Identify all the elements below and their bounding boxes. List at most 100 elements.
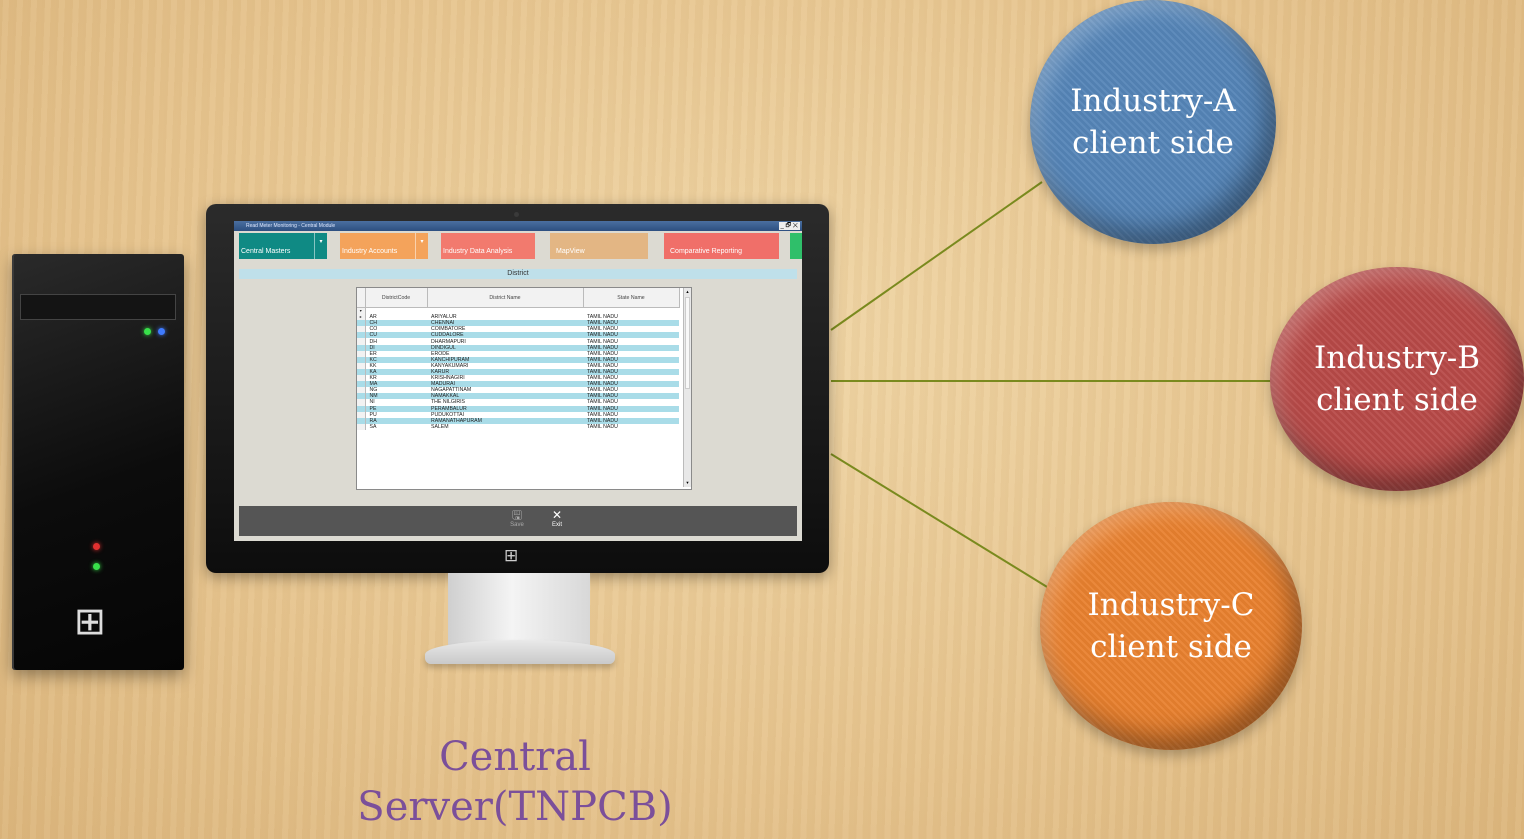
table-cell[interactable]: TAMIL NADU [587,423,618,430]
row-selector[interactable] [357,338,366,345]
row-selector[interactable] [357,344,366,351]
table-row[interactable]: PU PUDUKOTTAI TAMIL NADU [357,411,679,418]
menu-industry-accounts[interactable]: Industry Accounts ▾ [340,233,428,259]
table-cell[interactable]: NG [369,387,378,394]
dropdown-arrow-icon[interactable]: ▾ [415,233,428,259]
table-cell[interactable]: MA [365,381,427,388]
row-selector[interactable]: ▸ [357,314,366,321]
save-button[interactable]: 🖫 Save [502,508,532,528]
table-cell[interactable]: TAMIL NADU [587,338,618,345]
table-cell[interactable]: KARUR [427,368,583,376]
row-selector[interactable] [357,320,366,327]
table-cell[interactable]: PU [369,411,377,418]
row-selector[interactable] [357,399,366,406]
table-cell[interactable]: TAMIL NADU [587,362,618,369]
table-cell[interactable]: DI [365,344,427,351]
table-cell[interactable]: KK [369,362,377,369]
table-cell[interactable]: TAMIL NADU [587,399,618,406]
table-cell[interactable]: ER [369,350,377,357]
table-cell[interactable]: NAGAPATTINAM [431,387,472,394]
table-cell[interactable]: TAMIL NADU [583,320,679,327]
table-cell[interactable]: CO [369,326,378,333]
table-cell[interactable]: KC [365,356,427,363]
table-cell[interactable]: RA [365,417,427,424]
table-cell[interactable]: TAMIL NADU [587,375,618,382]
filter-cell[interactable] [365,307,427,315]
menu-industry-data-analysis[interactable]: Industry Data Analysis [441,233,535,259]
row-selector[interactable] [357,411,366,418]
row-selector[interactable] [357,362,366,369]
table-cell[interactable]: DHARMAPURI [431,338,466,345]
table-cell[interactable]: TAMIL NADU [587,314,618,321]
table-cell[interactable]: TAMIL NADU [587,411,618,418]
window-controls[interactable]: _ 🗗 ✕ [778,222,800,230]
table-cell[interactable]: ERODE [431,350,450,357]
table-cell[interactable]: PERAMBALUR [427,405,583,412]
dropdown-arrow-icon[interactable]: ▾ [314,233,327,259]
exit-button[interactable]: ✕ Exit [542,508,572,528]
row-selector[interactable] [357,381,366,388]
table-cell[interactable]: DH [369,338,378,345]
vertical-scrollbar[interactable]: ▲ ▼ [683,288,691,487]
table-cell[interactable]: KRISHNAGIRI [431,375,465,382]
scroll-up-icon[interactable]: ▲ [685,289,690,294]
scroll-thumb[interactable] [685,297,690,389]
table-cell[interactable]: THE NILGIRIS [431,399,466,406]
menu-mapview[interactable]: MapView [550,233,648,259]
row-selector[interactable] [357,405,366,412]
table-cell[interactable]: KANYAKUMARI [431,362,469,369]
table-cell[interactable]: RAMANATHAPURAM [427,417,583,424]
table-cell[interactable]: SALEM [431,423,449,430]
table-cell[interactable]: TAMIL NADU [587,326,618,333]
menu-central-masters[interactable]: Central Masters ▾ [239,233,327,259]
menu-more[interactable] [790,233,802,259]
table-cell[interactable]: TAMIL NADU [583,405,679,412]
table-cell[interactable]: TAMIL NADU [583,368,679,376]
table-cell[interactable]: TAMIL NADU [583,417,679,424]
table-row[interactable]: NG NAGAPATTINAM TAMIL NADU [357,387,679,394]
table-cell[interactable]: KANCHIPURAM [427,356,583,363]
table-cell[interactable]: AR [365,314,427,321]
row-selector[interactable] [357,393,366,400]
table-cell[interactable]: PE [365,405,427,412]
row-selector[interactable] [357,326,366,333]
menu-comparative-reporting[interactable]: Comparative Reporting [664,233,779,259]
row-selector[interactable] [357,332,366,339]
table-cell[interactable]: DINDIGUL [427,344,583,351]
row-selector[interactable] [357,417,366,424]
table-cell[interactable]: KA [365,368,427,376]
filter-cell[interactable] [427,307,583,315]
table-cell[interactable]: TAMIL NADU [583,393,679,400]
row-selector[interactable]: ▾ [357,307,366,315]
table-row[interactable]: ▸AR ARIYALUR TAMIL NADU [357,314,679,321]
filter-cell[interactable] [583,307,679,315]
table-cell[interactable]: COIMBATORE [431,326,466,333]
table-cell[interactable]: NAMAKKAL [427,393,583,400]
column-header[interactable]: DistrictCode [365,288,428,308]
table-cell[interactable]: CHENNAI [427,320,583,327]
row-selector[interactable] [357,356,366,363]
column-header[interactable]: State Name [583,288,680,308]
column-header[interactable]: District Name [427,288,584,308]
table-cell[interactable]: CH [365,320,427,327]
table-cell[interactable]: TAMIL NADU [587,387,618,394]
table-cell[interactable]: PUDUKOTTAI [431,411,465,418]
table-cell[interactable]: MADURAI [427,381,583,388]
row-selector[interactable] [357,375,366,382]
table-cell[interactable]: CUDDALORE [427,332,583,339]
table-row[interactable]: DH DHARMAPURI TAMIL NADU [357,338,679,345]
table-cell[interactable]: TAMIL NADU [583,381,679,388]
row-selector[interactable] [357,387,366,394]
table-cell[interactable]: ARIYALUR [431,314,457,321]
